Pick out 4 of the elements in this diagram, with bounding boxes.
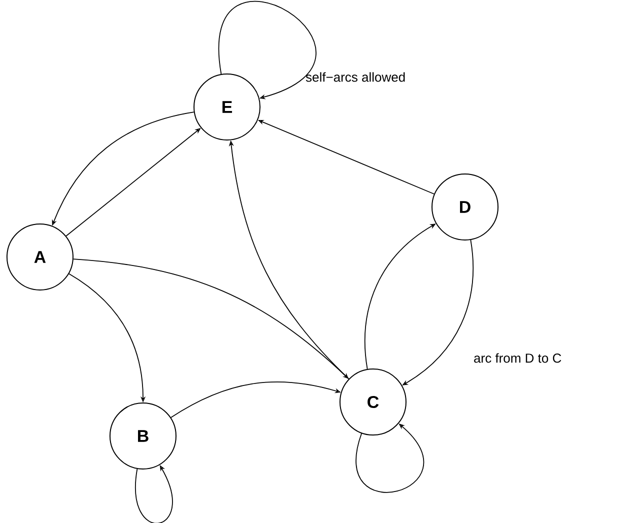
arrow <box>218 0 316 100</box>
annotation: arc from D to C <box>474 353 562 363</box>
annotation: self−arcs allowed <box>306 72 405 82</box>
arrow <box>356 424 424 493</box>
